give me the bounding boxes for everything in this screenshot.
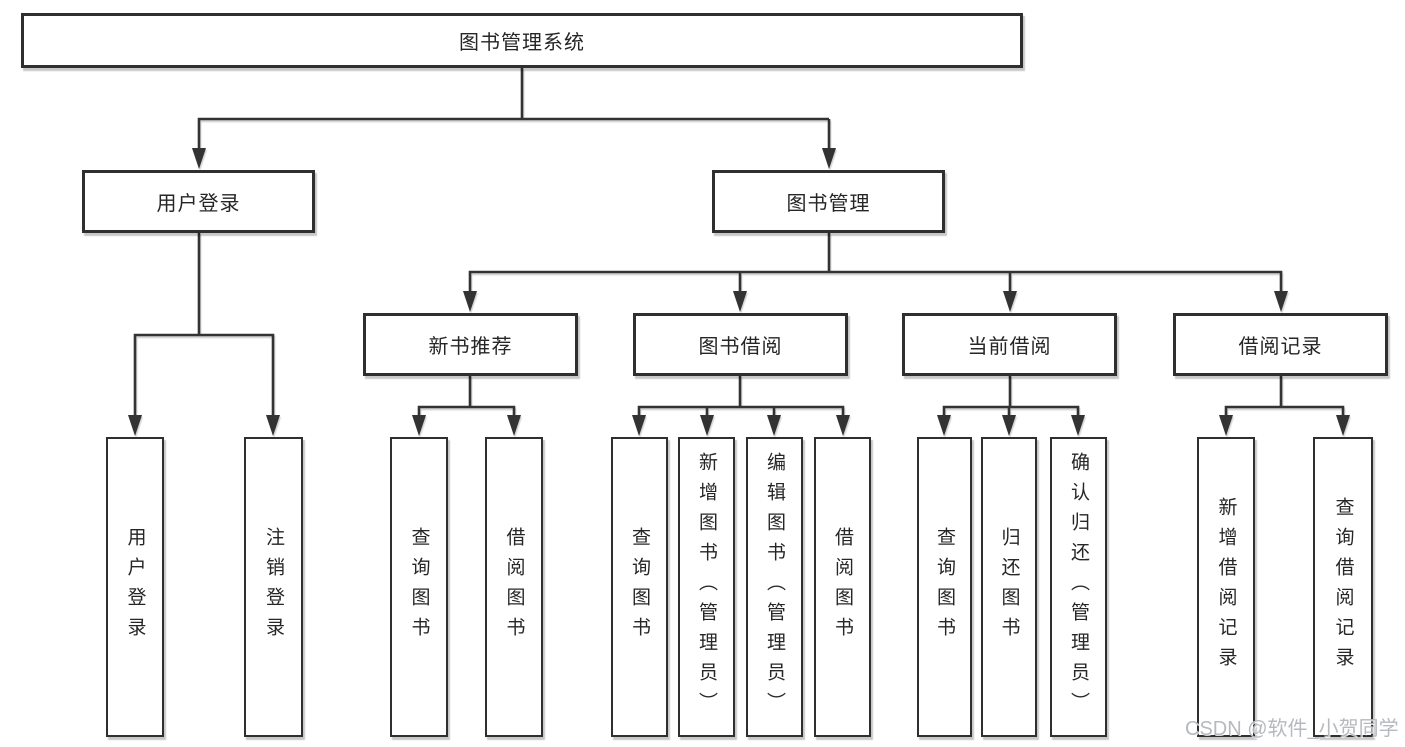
- leaf-add-book-admin: 新增图书（管理员）: [678, 437, 735, 737]
- arrowheads-level2: [192, 148, 836, 169]
- node-user-login: 用户登录: [82, 170, 315, 233]
- connector-current-children: [942, 376, 1080, 420]
- leaf-label: 借阅图书: [832, 527, 853, 647]
- connector-newbooks-children: [417, 376, 516, 420]
- leaf-user-login: 用户登录: [106, 437, 164, 737]
- node-current-borrowing: 当前借阅: [902, 313, 1117, 376]
- leaf-label: 新增图书（管理员）: [696, 452, 717, 722]
- leaf-edit-book-admin: 编辑图书（管理员）: [746, 437, 803, 737]
- leaf-label: 用户登录: [124, 527, 146, 647]
- node-root-library-management-system: 图书管理系统: [21, 13, 1023, 68]
- leaf-label: 查询图书: [629, 527, 650, 647]
- leaf-label: 归还图书: [998, 527, 1020, 647]
- node-book-management: 图书管理: [712, 170, 945, 233]
- leaf-query-books-current: 查询图书: [917, 437, 972, 737]
- leaf-label: 查询图书: [934, 527, 955, 647]
- leaf-query-books-recommend: 查询图书: [390, 437, 448, 737]
- leaf-query-borrow-record: 查询借阅记录: [1313, 437, 1373, 737]
- node-label: 图书管理: [786, 193, 871, 215]
- node-new-book-recommendation: 新书推荐: [363, 313, 578, 376]
- leaf-label: 确认归还（管理员）: [1068, 452, 1089, 722]
- leaf-confirm-return-admin: 确认归还（管理员）: [1050, 437, 1107, 737]
- leaf-label: 查询图书: [408, 527, 430, 647]
- connector-borrow-children: [637, 376, 845, 420]
- leaf-return-book: 归还图书: [981, 437, 1037, 737]
- node-label: 借阅记录: [1238, 336, 1323, 358]
- node-label: 当前借阅: [967, 336, 1052, 358]
- connector-root-to-level2: [197, 68, 831, 153]
- arrowheads-records-children: [1219, 415, 1350, 436]
- leaf-label: 编辑图书（管理员）: [764, 452, 785, 722]
- leaf-label: 新增借阅记录: [1215, 497, 1237, 677]
- leaf-label: 注销登录: [263, 527, 284, 647]
- connector-login-children: [133, 233, 275, 420]
- leaf-logout: 注销登录: [244, 437, 303, 737]
- connector-records-children: [1224, 376, 1345, 420]
- node-label: 新书推荐: [428, 336, 513, 358]
- leaf-label: 查询借阅记录: [1332, 497, 1354, 677]
- leaf-query-books-borrow: 查询图书: [611, 437, 668, 737]
- node-label: 用户登录: [156, 193, 241, 215]
- arrowheads-newbooks-children: [412, 415, 521, 436]
- arrowheads-mgmt-children: [463, 291, 1288, 312]
- connector-mgmt-children: [468, 233, 1283, 296]
- node-label: 图书管理系统: [459, 32, 585, 54]
- leaf-add-borrow-record: 新增借阅记录: [1197, 437, 1255, 737]
- leaf-label: 借阅图书: [503, 527, 525, 647]
- csdn-watermark: CSDN @软件_小贺同学: [1185, 718, 1399, 740]
- leaf-borrow-books-recommend: 借阅图书: [485, 437, 543, 737]
- node-label: 图书借阅: [698, 336, 783, 358]
- leaf-borrow-book: 借阅图书: [814, 437, 871, 737]
- arrowheads-borrow-children: [632, 415, 850, 436]
- arrowheads-login-children: [128, 415, 280, 436]
- node-book-borrowing: 图书借阅: [633, 313, 848, 376]
- node-borrowing-records: 借阅记录: [1173, 313, 1388, 376]
- arrowheads-current-children: [937, 415, 1085, 436]
